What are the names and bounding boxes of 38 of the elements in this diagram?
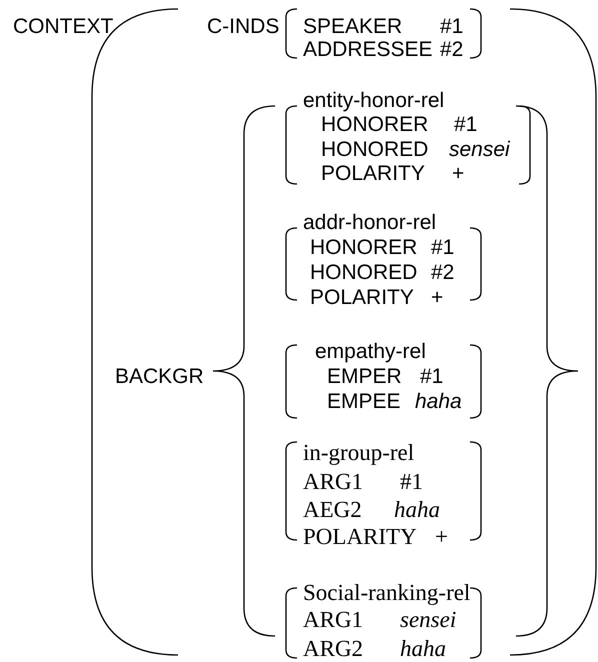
feature-label: CONTEXT [13, 15, 114, 39]
attribute-name: ADDRESSEE [303, 38, 433, 62]
attribute-name: POLARITY [310, 286, 414, 310]
attribute-value: sensei [449, 138, 510, 162]
attribute-name: ARG1 [303, 469, 364, 495]
attribute-name: SPEAKER [303, 15, 402, 39]
attribute-value: + [452, 162, 464, 186]
attribute-name: EMPEE [327, 390, 401, 414]
attribute-name: AEG2 [303, 497, 362, 523]
attribute-value: #1 [400, 469, 423, 495]
attribute-value: haha [400, 636, 446, 662]
attribute-value: + [431, 286, 444, 310]
attribute-name: HONORED [321, 138, 428, 162]
type-label: Social-ranking-rel [303, 580, 470, 606]
feature-label: BACKGR [115, 365, 204, 389]
type-label: in-group-rel [303, 440, 414, 466]
attribute-value: haha [415, 390, 462, 414]
attribute-value: #1 [431, 236, 454, 260]
attribute-value: #1 [454, 113, 478, 137]
attribute-name: ARG2 [303, 636, 364, 662]
attribute-name: POLARITY [303, 524, 417, 550]
type-label: empathy-rel [315, 340, 426, 364]
attribute-value: #2 [440, 38, 464, 62]
attribute-value: sensei [400, 607, 456, 633]
attribute-value: haha [394, 497, 440, 523]
attribute-name: HONORER [310, 236, 418, 260]
attribute-name: ARG1 [303, 607, 364, 633]
feature-label: C-INDS [207, 15, 280, 39]
attribute-value: #1 [420, 365, 444, 389]
attribute-value: #1 [440, 15, 464, 39]
attribute-value: + [435, 524, 448, 550]
attribute-name: EMPER [327, 365, 402, 389]
type-label: addr-honor-rel [303, 211, 436, 235]
type-label: entity-honor-rel [303, 89, 444, 113]
attribute-name: HONORED [310, 261, 418, 285]
attribute-name: HONORER [321, 113, 428, 137]
attribute-name: POLARITY [321, 162, 425, 186]
attribute-value: #2 [431, 261, 454, 285]
